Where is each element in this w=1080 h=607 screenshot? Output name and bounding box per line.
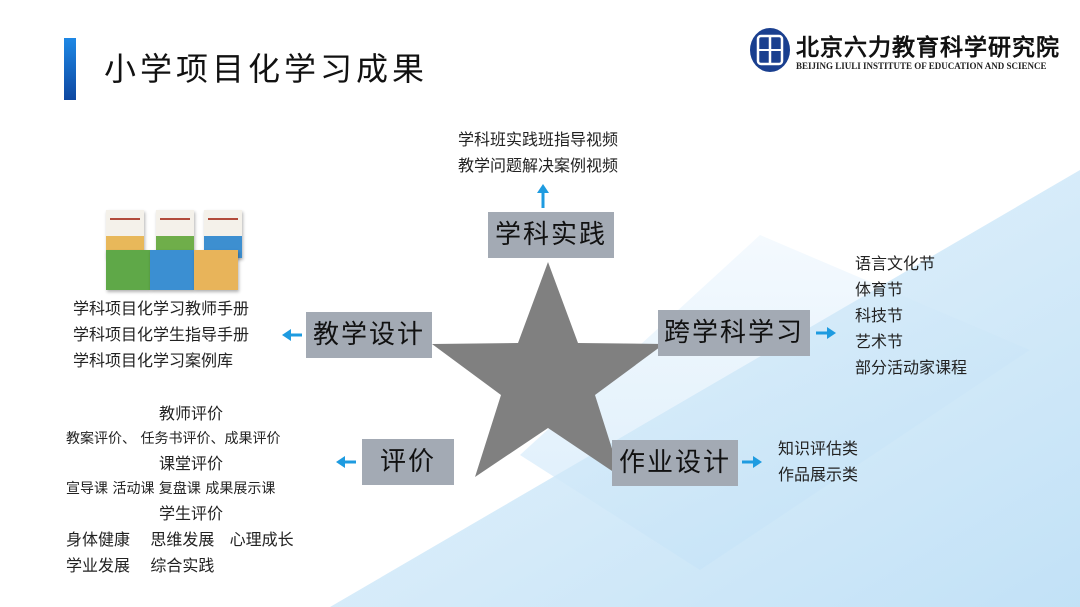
evaluation-items: 教师评价 教案评价、 任务书评价、成果评价 课堂评价 宣导课 活动课 复盘课 成… — [66, 401, 316, 579]
page-title: 小学项目化学习成果 — [104, 50, 429, 88]
node-interdisciplinary: 跨学科学习 — [658, 310, 810, 356]
left-items: 学科项目化学习教师手册 学科项目化学生指导手册 学科项目化学习案例库 — [73, 296, 249, 374]
arrow-right-icon — [742, 456, 762, 468]
center-star — [432, 262, 664, 477]
list-item: 体育节 — [855, 280, 904, 299]
list-item: 教案评价、 任务书评价、成果评价 — [66, 431, 281, 447]
institute-name-cn: 北京六力教育科学研究院 — [796, 34, 1060, 61]
right-items: 语言文化节 体育节 科技节 艺术节 部分活动家课程 — [855, 251, 967, 381]
homework-items: 知识评估类 作品展示类 — [778, 436, 858, 488]
arrow-left-icon — [336, 456, 356, 468]
list-item: 知识评估类 — [778, 439, 859, 458]
arrow-left-icon — [282, 329, 302, 341]
list-item: 教学问题解决案例视频 — [458, 156, 619, 175]
list-item: 作品展示类 — [778, 465, 859, 484]
list-heading: 教师评价 — [158, 404, 223, 423]
list-item: 学业发展 综合实践 — [66, 556, 215, 575]
handbook-book-images — [106, 210, 248, 292]
list-heading: 课堂评价 — [158, 454, 223, 473]
institute-logo-icon — [750, 28, 790, 72]
list-item: 艺术节 — [855, 332, 904, 351]
arrow-up-icon — [537, 184, 549, 208]
bg-slope — [330, 170, 1080, 607]
list-item: 学科项目化学生指导手册 — [73, 325, 250, 344]
center-items: 学科班实践班指导视频 教学问题解决案例视频 — [458, 127, 618, 179]
node-evaluation: 评价 — [362, 439, 454, 485]
list-item: 学科项目化学习教师手册 — [73, 299, 250, 318]
list-item: 科技节 — [855, 306, 904, 325]
institute-name-en: BEIJING LIULI INSTITUTE OF EDUCATION AND… — [796, 61, 1047, 71]
list-heading: 学生评价 — [158, 504, 223, 523]
arrow-right-icon — [816, 327, 836, 339]
node-subject-practice: 学科实践 — [488, 212, 614, 258]
node-teaching-design: 教学设计 — [306, 312, 432, 358]
list-item: 部分活动家课程 — [855, 358, 968, 377]
list-item: 语言文化节 — [855, 254, 936, 273]
list-item: 宣导课 活动课 复盘课 成果展示课 — [66, 481, 276, 497]
list-item: 学科项目化学习案例库 — [73, 351, 234, 370]
title-accent-bar — [64, 38, 76, 100]
list-item: 身体健康 思维发展 心理成长 — [66, 530, 294, 549]
list-item: 学科班实践班指导视频 — [458, 130, 619, 149]
node-homework-design: 作业设计 — [612, 440, 738, 486]
